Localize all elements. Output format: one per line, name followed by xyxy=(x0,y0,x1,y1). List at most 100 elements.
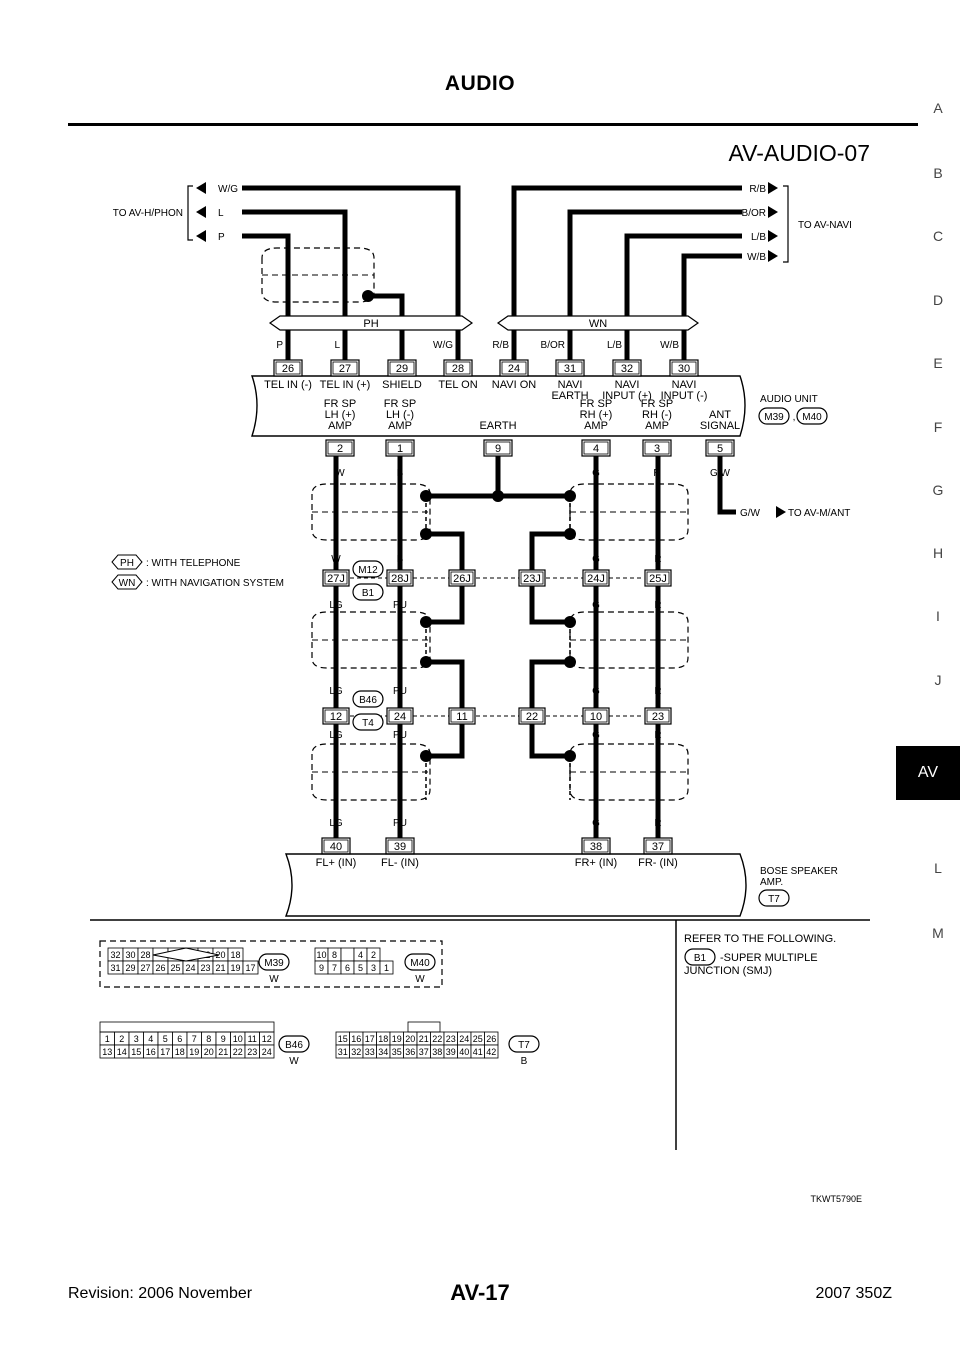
connector-view-b46-cell-label: 1 xyxy=(105,1034,110,1044)
connector-view-t7-cell-label: 16 xyxy=(351,1034,361,1044)
connector-view-b46-cell-label: 21 xyxy=(218,1047,228,1057)
drain-wire-right-3 xyxy=(529,724,570,759)
audio-unit-body xyxy=(251,375,746,437)
connector-view-t7-cell-label: 21 xyxy=(419,1034,429,1044)
hphon-wire-2 xyxy=(242,233,291,330)
junction2-pin-24-label: 24 xyxy=(394,711,406,723)
junction1-connector-b1-label: B1 xyxy=(362,588,375,599)
audio-top-pin-function: INPUT (+) xyxy=(602,390,652,402)
audio-connector-m39 xyxy=(758,407,790,425)
audio-top-pin-26 xyxy=(273,359,303,377)
audio-bottom-pin-function: FR SP xyxy=(580,398,612,410)
audio-top-pin-function: EARTH xyxy=(551,390,588,402)
m39-key xyxy=(152,947,220,962)
connector-view-t7-cell-label: 33 xyxy=(365,1047,375,1057)
junction1-pin-25J-label: 25J xyxy=(649,573,667,585)
audio-top-pin-function: SHIELD xyxy=(382,379,422,391)
audio-top-pin-function: NAVI xyxy=(558,379,583,391)
audio-top-pin-31-inner xyxy=(557,361,583,375)
connector-view-t7-cell-label: 24 xyxy=(459,1034,469,1044)
connector-view-b46-cell-label: 15 xyxy=(131,1047,141,1057)
audio-top-pin-29-label: 29 xyxy=(396,363,408,375)
section-index-letter: G xyxy=(932,482,944,498)
navi-arrow-2 xyxy=(768,230,778,242)
amp-pin-function: FL+ (IN) xyxy=(316,857,357,869)
connector-view-b46-cell-label: 18 xyxy=(175,1047,185,1057)
section-index-letter: F xyxy=(933,419,943,435)
connector-view-m40-cell xyxy=(379,960,394,975)
connector-view-m39-cell-label: 31 xyxy=(110,963,120,973)
legend-code: WN xyxy=(119,578,136,589)
audio-bottom-pin-function: AMP xyxy=(388,420,412,432)
junction2-pin-23-label: 23 xyxy=(652,711,664,723)
connector-view-m39-cell-label: 32 xyxy=(110,950,120,960)
amp-pin-37-inner xyxy=(645,839,671,853)
connector-view-t7-cell-label: 18 xyxy=(378,1034,388,1044)
audio-top-pin-24-inner xyxy=(501,361,527,375)
audio-top-pin-26-label: 26 xyxy=(282,363,294,375)
audio-bottom-pin-2-inner xyxy=(327,441,353,455)
junction2-pin-22-label: 22 xyxy=(526,711,538,723)
connector-view-t7-cell-label: 15 xyxy=(338,1034,348,1044)
antenna-arrow xyxy=(776,506,786,518)
connector-view-b46-cell-label: 11 xyxy=(248,1034,257,1044)
audio-bottom-wire-color: W xyxy=(335,468,345,479)
junction2-upper-wire-color: R xyxy=(654,686,661,697)
connector-view-m40-cell-label: 8 xyxy=(332,950,337,960)
connector-view-m39-cell-label: 19 xyxy=(230,963,240,973)
section-index-active: AV xyxy=(896,746,960,800)
junction1-pin-27J-inner xyxy=(324,571,348,585)
drain-wire-right-2a xyxy=(529,586,570,625)
audio-bottom-pin-5-inner xyxy=(707,441,733,455)
audio-top-pin-function: TEL ON xyxy=(438,379,477,391)
navi-wire-color: W/B xyxy=(747,252,766,263)
junction1-connector-m12 xyxy=(352,560,384,578)
connector-view-b46-cell-label: 6 xyxy=(177,1034,182,1044)
audio-bottom-pin-5-label: 5 xyxy=(717,443,723,455)
amp-pin-39-label: 39 xyxy=(394,841,406,853)
connector-view-m40-cell-label: 3 xyxy=(371,963,376,973)
junction1-pin-27J-label: 27J xyxy=(327,573,345,585)
audio-bottom-pin-function: LH (+) xyxy=(325,409,356,421)
connector-view-m39-cell-label: 23 xyxy=(200,963,210,973)
section-index-letter: C xyxy=(932,228,944,244)
section-index-letter: I xyxy=(936,608,940,624)
connector-view-b46-cell-label: 8 xyxy=(206,1034,211,1044)
connector-view-t7-badge-label: T7 xyxy=(518,1040,530,1051)
connector-view-m39-cell xyxy=(242,960,259,975)
connector-view-m39-cell-label: 24 xyxy=(185,963,195,973)
navi-wire-1 xyxy=(567,209,742,330)
audio-bottom-pin-function: LH (-) xyxy=(386,409,414,421)
branch-wn-label: WN xyxy=(589,318,607,330)
section-index-letter: B xyxy=(933,165,943,181)
figure-id: TKWT5790E xyxy=(810,1194,862,1204)
amp-upper-wire-color: PU xyxy=(393,818,407,829)
amp-pin-39-inner xyxy=(387,839,413,853)
connector-view-m40-cell-label: 7 xyxy=(332,963,337,973)
navi-arrow-3 xyxy=(768,250,778,262)
hphon-wire-color: L xyxy=(218,208,224,219)
junction1-pin-28J-inner xyxy=(388,571,412,585)
connector-view-m39-cell-label: 20 xyxy=(215,950,225,960)
legend-badge-0 xyxy=(111,554,143,570)
connector-view-b46-cell-label: 20 xyxy=(204,1047,214,1057)
amp-pin-37-label: 37 xyxy=(652,841,664,853)
audio-top-pin-24 xyxy=(499,359,529,377)
audio-top-pin-32-inner xyxy=(614,361,640,375)
destination-hphon-label: TO AV-H/PHON xyxy=(113,208,183,219)
connector-view-m39-cell-label: 29 xyxy=(125,963,135,973)
connector-view-b46-color: W xyxy=(289,1056,299,1067)
t7-hood xyxy=(407,1021,441,1033)
junction1-connector-b1 xyxy=(352,583,384,601)
connector-view-m39-cell-label: 25 xyxy=(170,963,180,973)
refer-code-label: B1 xyxy=(694,953,707,964)
audio-bottom-pin-function: FR SP xyxy=(324,398,356,410)
navi-wire-color: B/OR xyxy=(742,208,766,219)
hphon-arrow-2 xyxy=(196,230,206,242)
audio-top-pin-30 xyxy=(669,359,699,377)
diagram-code: AV-AUDIO-07 xyxy=(728,140,870,166)
connector-view-t7-cell-label: 19 xyxy=(392,1034,402,1044)
audio-top-pin-29 xyxy=(387,359,417,377)
